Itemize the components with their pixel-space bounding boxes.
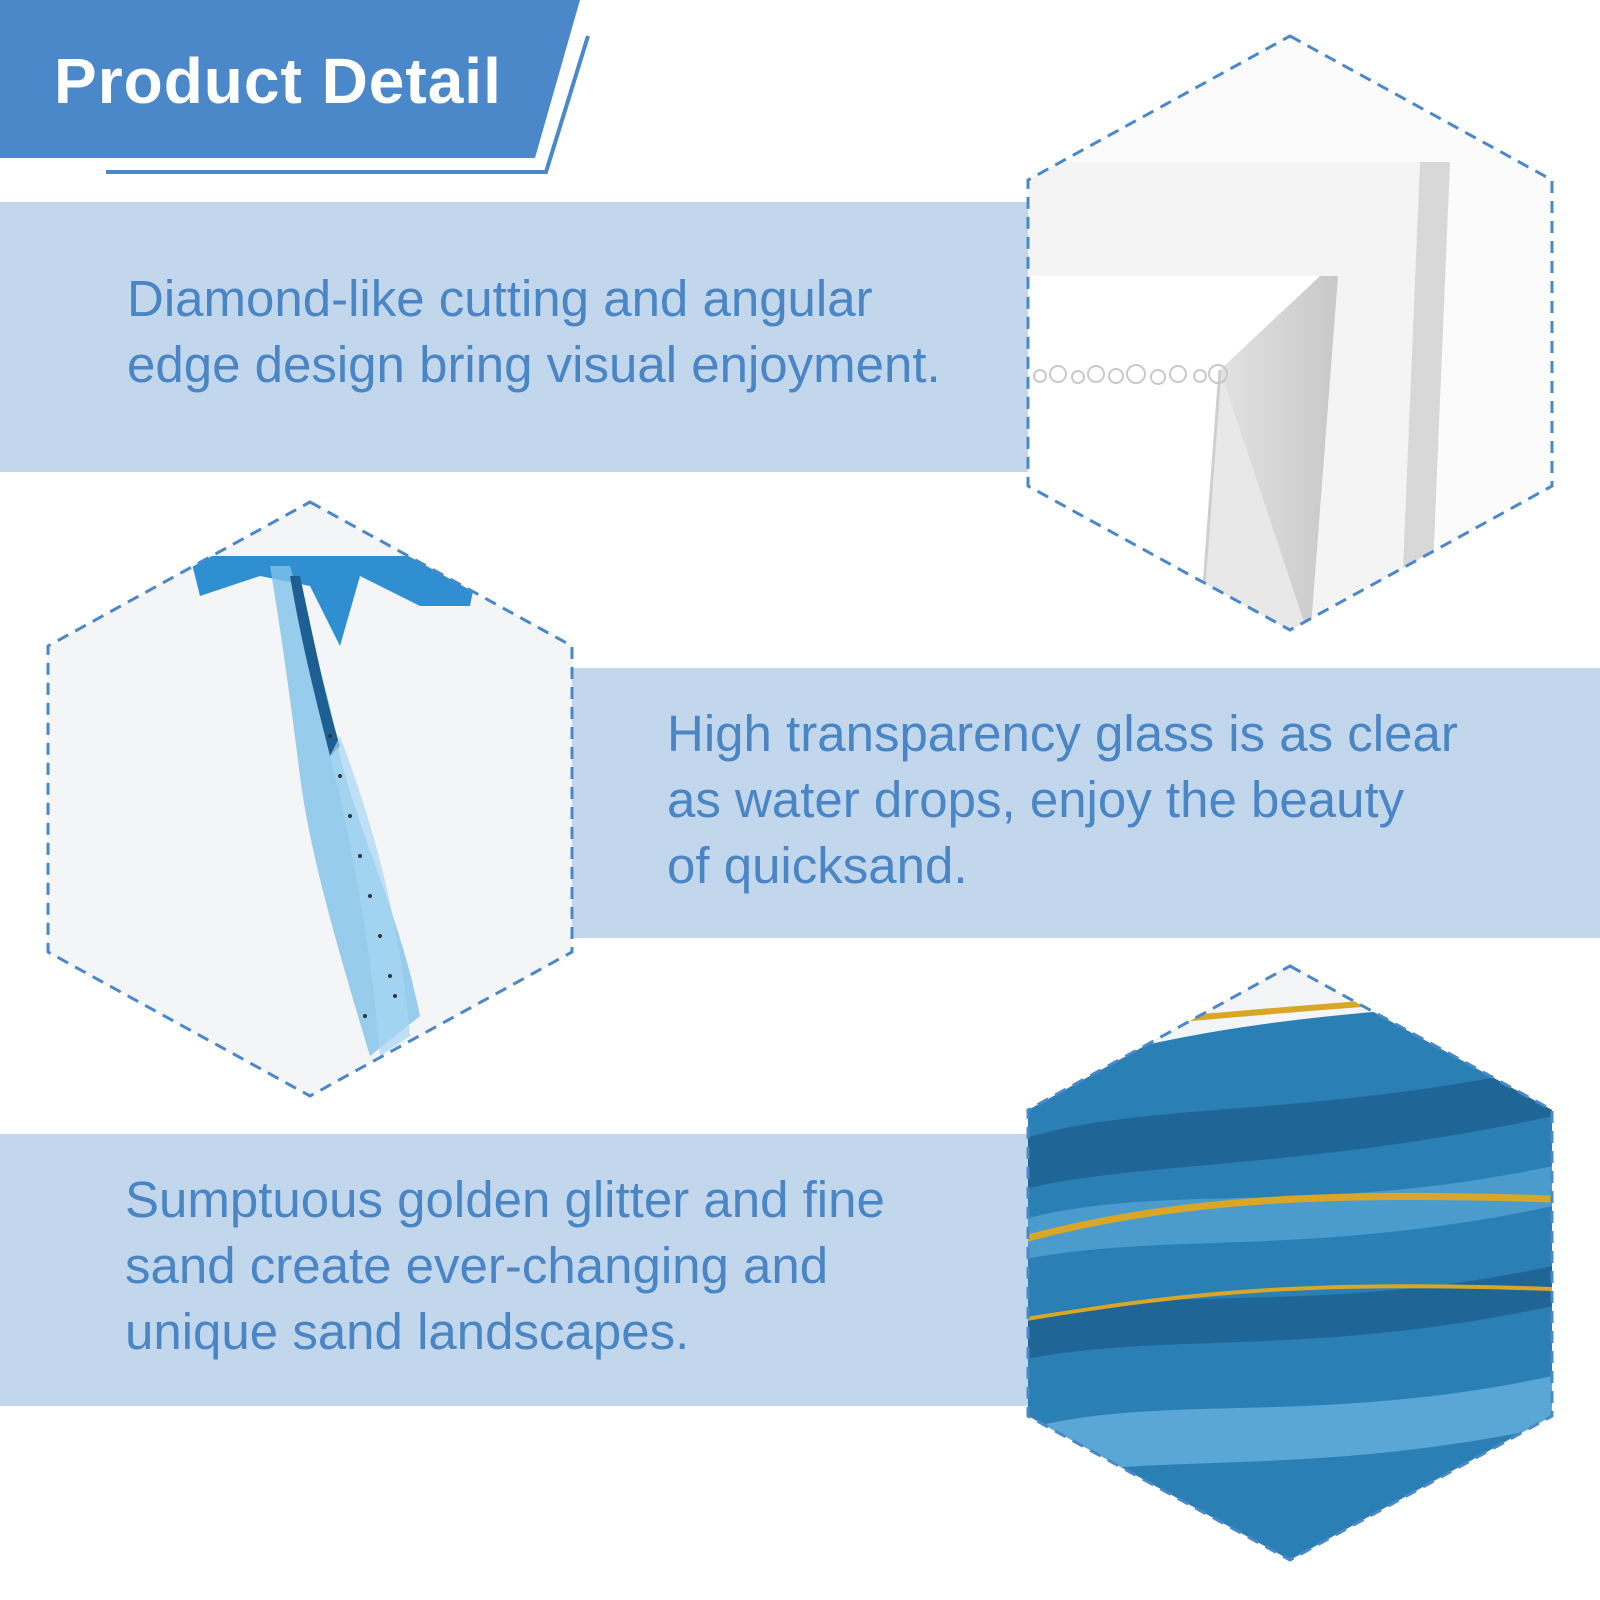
beveled-glass-edge-image <box>1026 34 1554 632</box>
gold-glitter-blue-sand-image <box>1026 964 1554 1562</box>
feature-band-1 <box>0 202 1060 472</box>
feature-text-2: High transparency glass is as clear as w… <box>667 705 1458 894</box>
feature-text-3: Sumptuous golden glitter and fine sand c… <box>125 1171 885 1360</box>
feature-band-3 <box>0 1134 1060 1406</box>
feature-text-1: Diamond-like cutting and angular edge de… <box>127 270 941 393</box>
feature-band-2 <box>540 668 1600 938</box>
header-banner <box>0 0 590 174</box>
blue-quicksand-glass-image <box>46 500 574 1098</box>
page-title: Product Detail <box>54 45 502 117</box>
